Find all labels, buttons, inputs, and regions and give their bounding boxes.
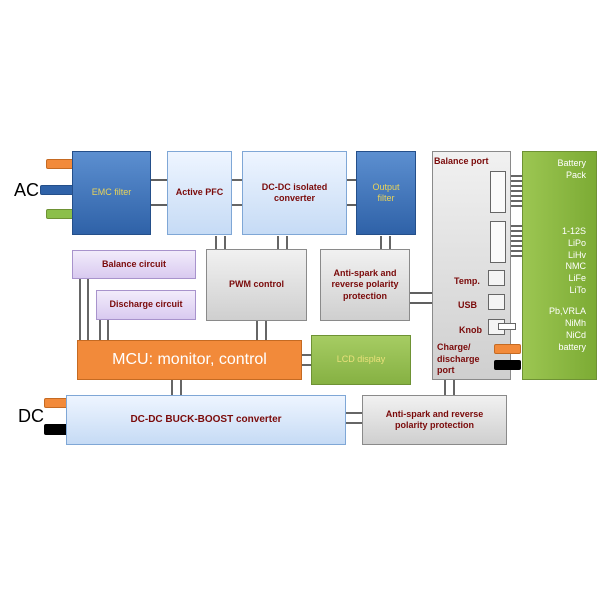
ac-label: AC [14,180,40,200]
battery-type-item: NMC [565,261,587,272]
emc-filter-label: EMC filter [91,187,132,198]
dcdc-isolated-label: DC-DC isolated converter [261,181,328,203]
battery-type-item: battery [558,341,586,352]
temp-port[interactable] [488,270,505,286]
battery-type-item: NiMh [564,317,586,328]
lcd-display-label: LCD display [336,354,386,365]
knob-label: Knob [459,325,482,335]
mcu-label: MCU: monitor, control [112,351,267,368]
pwm-control-block: PWM control [206,249,307,321]
balance-circuit-label: Balance circuit [101,258,167,269]
lcd-display-block: LCD display [311,335,411,385]
output-filter-block: Output filter [356,151,416,235]
battery-title-line1: Battery [557,158,586,168]
battery-type-item: LiTo [569,285,586,296]
balance-connector-top[interactable] [490,171,506,213]
antispark-top-block: Anti-spark and reverse polarity protecti… [320,249,410,321]
mcu-block: MCU: monitor, control [77,340,302,380]
charge-plug-orange[interactable] [494,344,521,354]
output-filter-label: Output filter [372,181,400,203]
battery-type-item: LiPo [567,237,586,248]
dc-label: DC [18,406,44,426]
discharge-circuit-block: Discharge circuit [96,290,196,320]
charge-port-label: Charge/ discharge port [437,342,480,376]
battery-title-line2: Pack [565,169,586,180]
battery-type-item: Pb,VRLA [548,306,586,316]
buck-boost-block: DC-DC BUCK-BOOST converter [66,395,346,445]
charge-plug-black[interactable] [494,360,521,370]
dc-plug-black [44,424,78,435]
pwm-control-label: PWM control [229,279,284,290]
antispark-bottom-block: Anti-spark and reverse polarity protecti… [362,395,507,445]
temp-label: Temp. [454,276,480,286]
antispark-bottom-label: Anti-spark and reverse polarity protecti… [385,408,484,430]
usb-label: USB [458,300,478,310]
antispark-top-label: Anti-spark and reverse polarity protecti… [331,268,399,301]
battery-type-item: LiHv [567,249,586,260]
usb-port[interactable] [488,294,505,310]
balance-port-label: Balance port [434,156,489,166]
balance-circuit-block: Balance circuit [72,250,196,279]
battery-type-item: NiCd [565,329,586,340]
active-pfc-label: Active PFC [175,187,224,198]
discharge-circuit-label: Discharge circuit [109,299,183,310]
dcdc-isolated-block: DC-DC isolated converter [242,151,347,235]
balance-connector-bottom[interactable] [490,221,506,263]
active-pfc-block: Active PFC [167,151,232,235]
battery-pack-block: Battery Pack 1-12S LiPo LiHv NMC LiFe Li… [522,151,597,380]
buck-boost-label: DC-DC BUCK-BOOST converter [130,413,282,425]
knob-shaft[interactable] [498,323,516,330]
battery-type-item: LiFe [568,273,586,284]
emc-filter-block: EMC filter [72,151,151,235]
battery-type-item: 1-12S [561,225,586,236]
